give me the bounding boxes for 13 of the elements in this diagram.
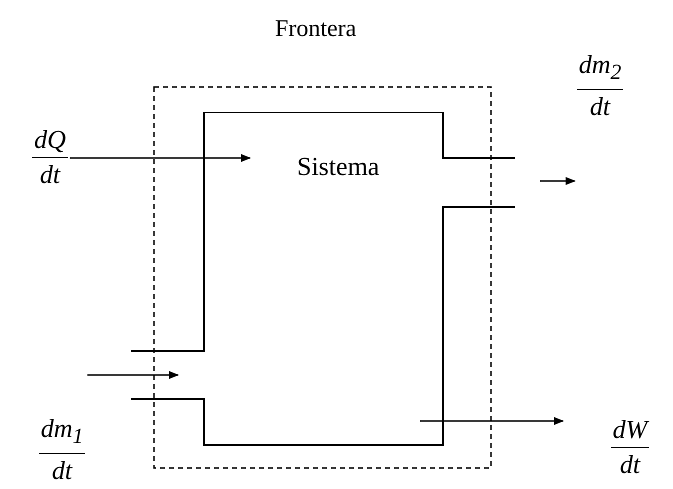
arrow	[87, 371, 179, 379]
fraction-denominator: dt	[38, 160, 62, 190]
fraction-numerator: dm$_{2}$	[578, 50, 622, 86]
fraction-numerator: dW	[612, 414, 650, 444]
boundary-heading: Frontera	[275, 16, 356, 43]
arrow	[70, 154, 251, 162]
fraction-denominator: dt	[618, 450, 642, 480]
arrow	[540, 177, 576, 185]
fraction-numerator: dQ	[33, 124, 67, 154]
fraction-denominator: dt	[588, 92, 612, 122]
arrow	[420, 417, 564, 425]
fraction-numerator: dm$_{1}$	[40, 414, 84, 450]
fraction-denominator: dt	[50, 456, 74, 486]
